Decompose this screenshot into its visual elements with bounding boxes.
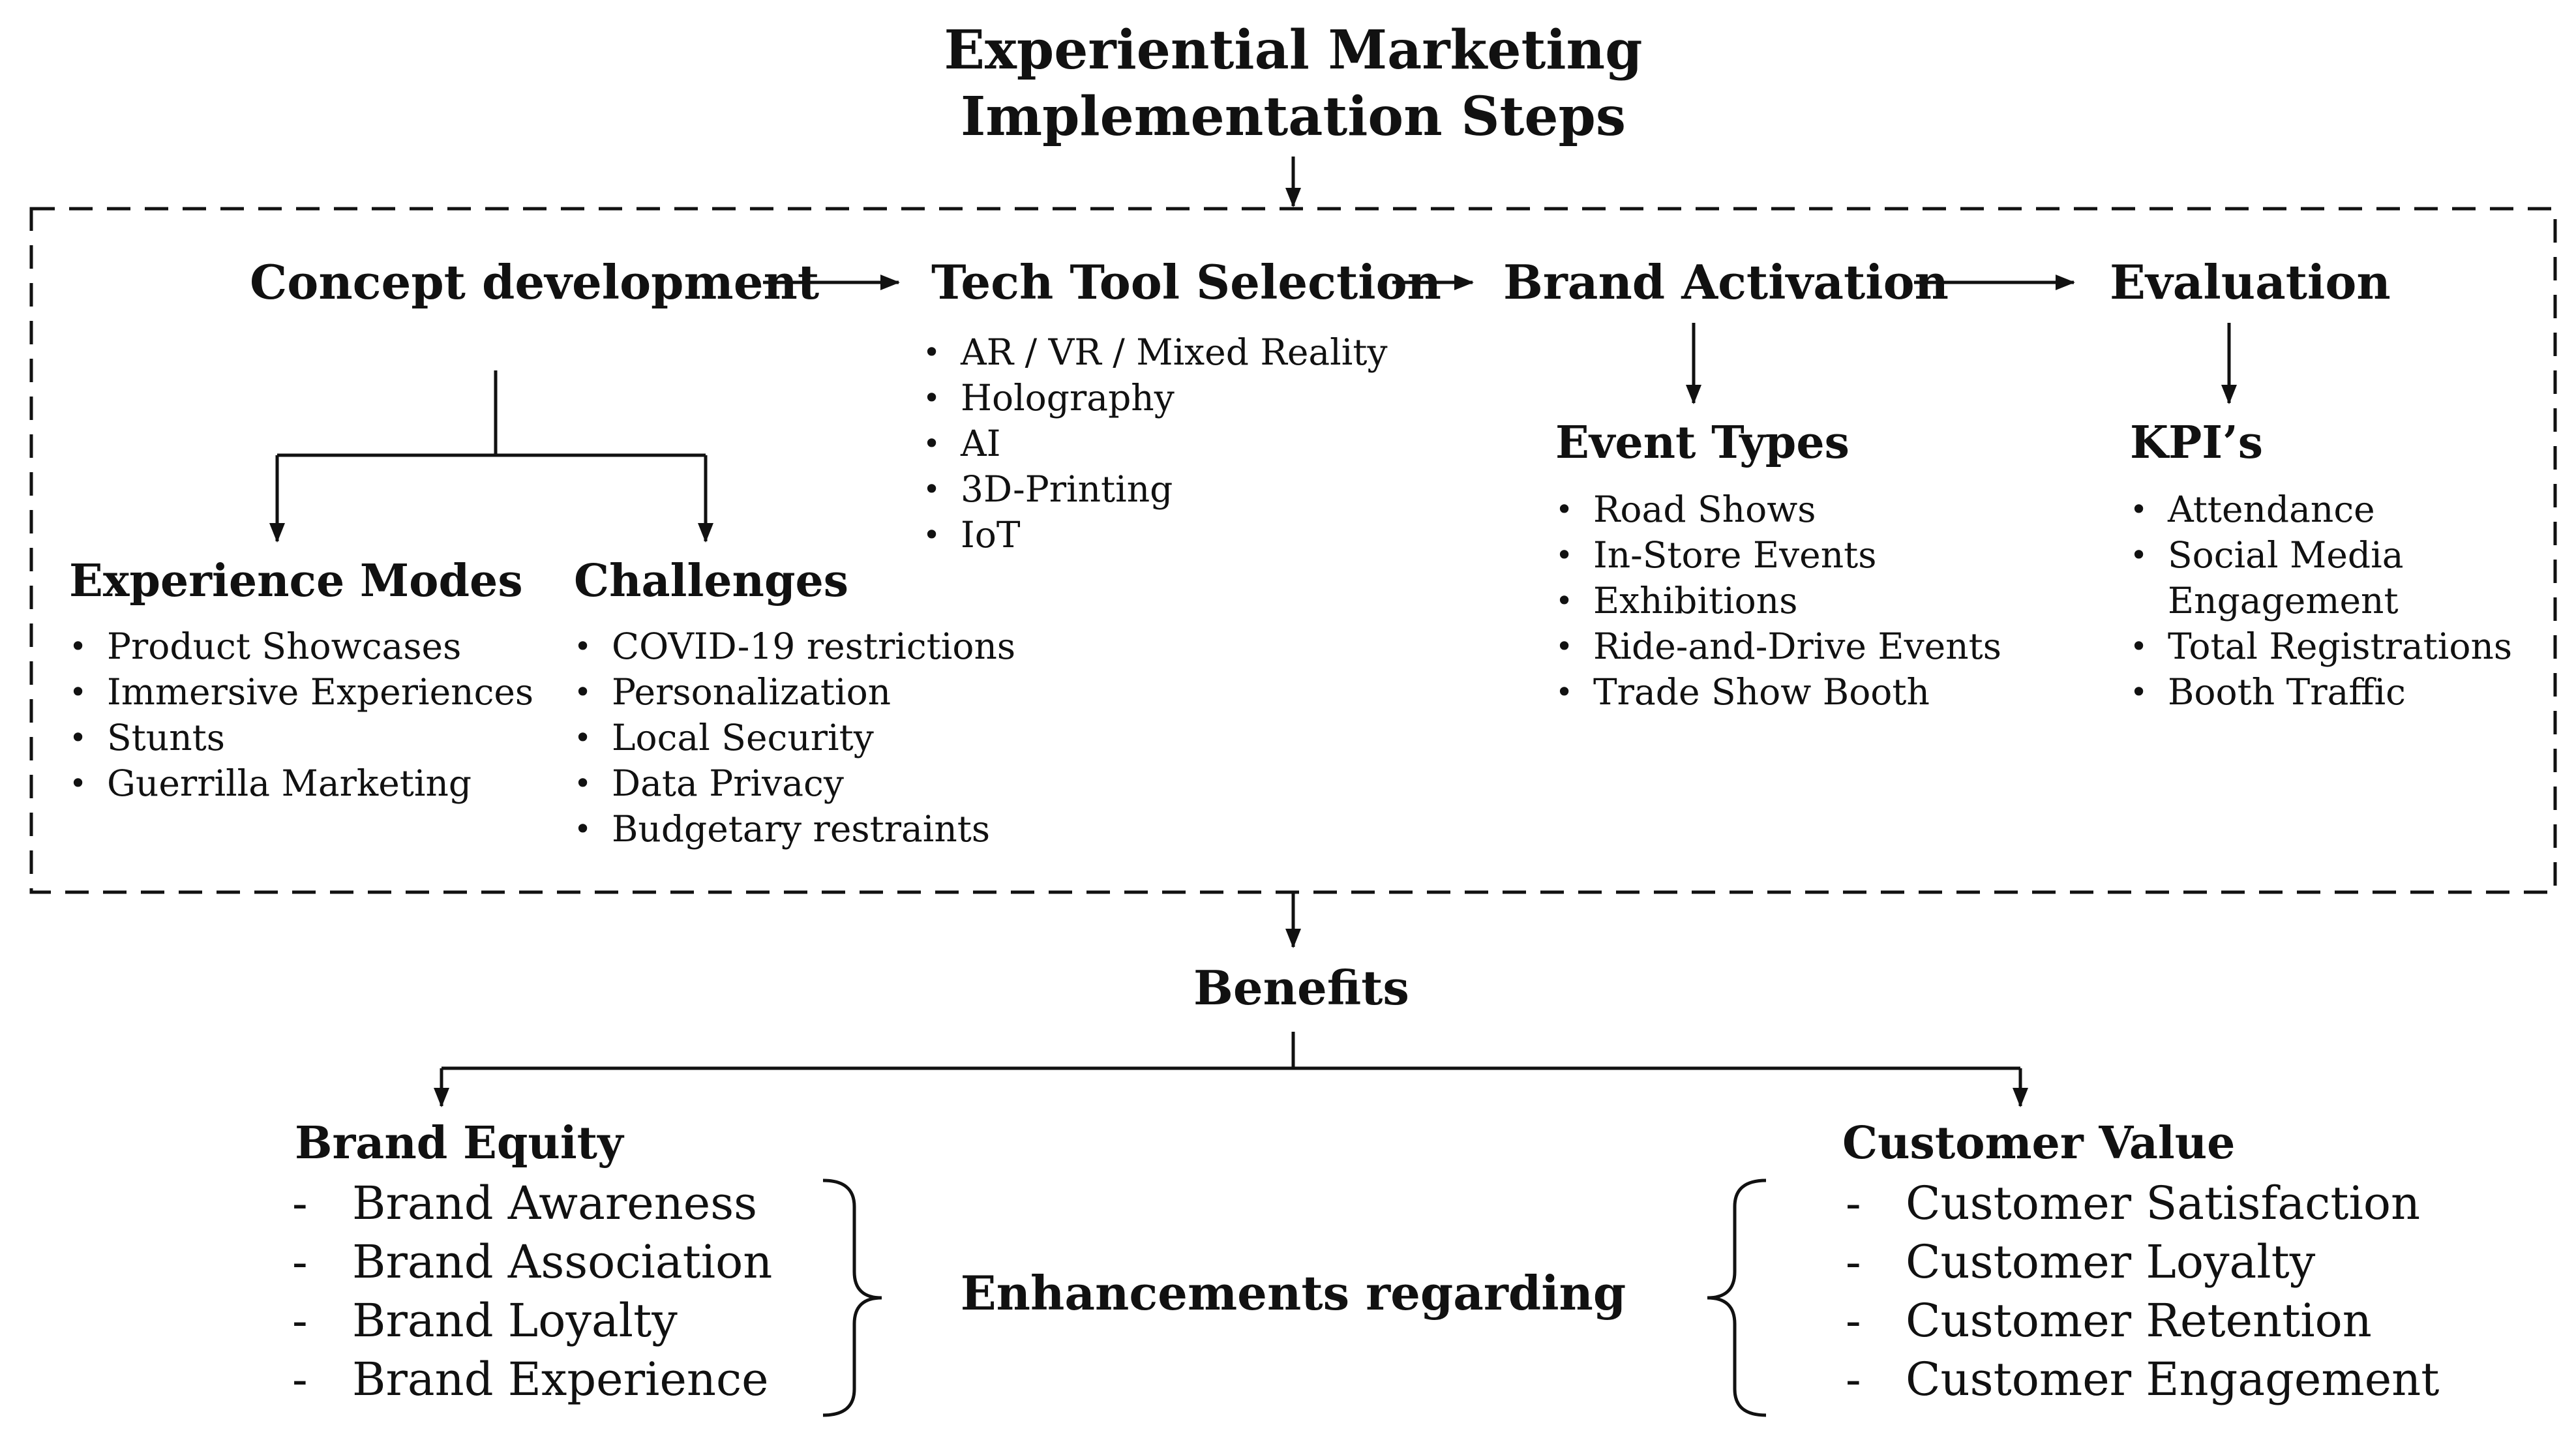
list-item: Brand Awareness [292, 1174, 772, 1233]
event-types-heading: Event Types [1555, 417, 1850, 469]
list-item: Brand Experience [292, 1350, 772, 1409]
list-item: In-Store Events [1555, 532, 2001, 578]
event-types-list: Road Shows In-Store Events Exhibitions R… [1555, 487, 2001, 715]
list-item: Holography [923, 375, 1388, 421]
list-item: Ride-and-Drive Events [1555, 623, 2001, 669]
brand-equity-heading: Brand Equity [295, 1117, 623, 1169]
enhancements-label: Enhancements regarding [960, 1265, 1626, 1321]
tech-tools-list: AR / VR / Mixed Reality Holography AI 3D… [923, 329, 1388, 558]
step-evaluation: Evaluation [2110, 254, 2391, 310]
customer-value-list: Customer Satisfaction Customer Loyalty C… [1846, 1174, 2439, 1409]
brace-left [1707, 1178, 1767, 1417]
list-item: Road Shows [1555, 487, 2001, 532]
list-item: Data Privacy [574, 760, 1015, 806]
list-item: Attendance [2130, 487, 2512, 532]
brace-right [822, 1178, 882, 1417]
list-item: Stunts [69, 715, 533, 760]
list-item: Product Showcases [69, 623, 533, 669]
benefits-heading: Benefits [1193, 960, 1409, 1015]
brand-equity-list: Brand Awareness Brand Association Brand … [292, 1174, 772, 1409]
step-tech-tool-selection: Tech Tool Selection [931, 254, 1441, 310]
list-item: Customer Engagement [1846, 1350, 2439, 1409]
list-item: Exhibitions [1555, 578, 2001, 623]
list-item: AI [923, 421, 1388, 466]
list-item: Guerrilla Marketing [69, 760, 533, 806]
list-item: Total Registrations [2130, 623, 2512, 669]
diagram-title: Experiential Marketing Implementation St… [837, 17, 1750, 150]
customer-value-heading: Customer Value [1842, 1117, 2236, 1169]
list-item: Trade Show Booth [1555, 669, 2001, 715]
list-item: Customer Satisfaction [1846, 1174, 2439, 1233]
list-item: Brand Association [292, 1233, 772, 1291]
challenges-list: COVID-19 restrictions Personalization Lo… [574, 623, 1015, 852]
title-line-2: Implementation Steps [961, 85, 1626, 148]
list-item: Budgetary restraints [574, 806, 1015, 852]
experience-modes-heading: Experience Modes [69, 555, 523, 607]
list-item: Immersive Experiences [69, 669, 533, 715]
list-item: COVID-19 restrictions [574, 623, 1015, 669]
step-brand-activation: Brand Activation [1503, 254, 1949, 310]
experience-modes-list: Product Showcases Immersive Experiences … [69, 623, 533, 806]
list-item: Customer Loyalty [1846, 1233, 2439, 1291]
list-item: Brand Loyalty [292, 1291, 772, 1350]
list-item: Booth Traffic [2130, 669, 2512, 715]
challenges-heading: Challenges [574, 555, 849, 607]
list-item: Social Media [2130, 532, 2512, 578]
kpis-heading: KPI’s [2130, 417, 2263, 469]
list-item: Customer Retention [1846, 1291, 2439, 1350]
title-line-1: Experiential Marketing [944, 19, 1643, 82]
step-concept-development: Concept development [250, 254, 820, 310]
list-item: Personalization [574, 669, 1015, 715]
list-item-continuation: Engagement [2168, 580, 2399, 622]
list-item: 3D-Printing [923, 466, 1388, 512]
kpis-list: Attendance Social Media Engagement Total… [2130, 487, 2512, 715]
list-item: IoT [923, 512, 1388, 558]
list-item: AR / VR / Mixed Reality [923, 329, 1388, 375]
list-item: Local Security [574, 715, 1015, 760]
